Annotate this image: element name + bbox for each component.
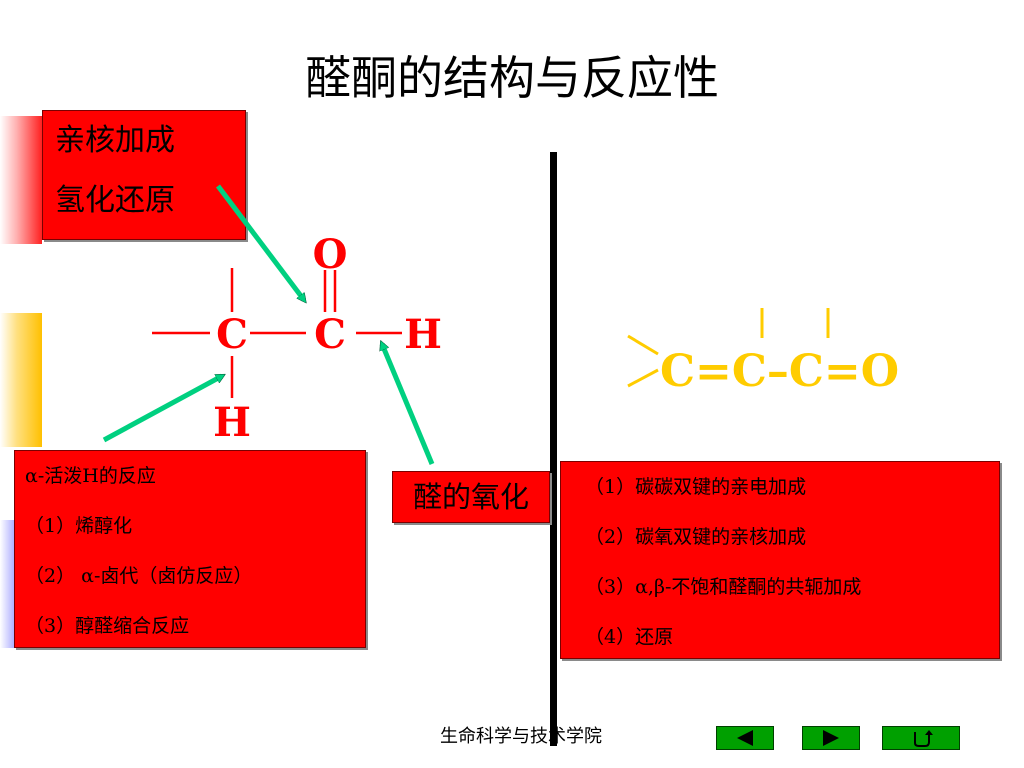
enal-bonds: [627, 308, 830, 388]
page-title: 醛酮的结构与反应性: [305, 51, 719, 105]
prev-slide-button[interactable]: [716, 726, 774, 750]
aldehyde-oxidation-box: 醛的氧化: [392, 471, 550, 523]
return-button[interactable]: [882, 726, 960, 750]
yellow-side-tab: [0, 313, 42, 447]
carbonyl-carbon: C: [314, 311, 346, 358]
box-line: （3）醇醛缩合反应: [25, 615, 190, 637]
footer-text: 生命科学与技术学院: [440, 726, 602, 747]
box-line: α-活泼H的反应: [25, 465, 156, 487]
alpha-h-reactions-box: α-活泼H的反应 （1）烯醇化 （2） α-卤代（卤仿反应） （3）醇醛缩合反应: [14, 450, 366, 648]
alpha-hydrogen: H: [213, 399, 251, 446]
unsaturated-reactions-box: （1）碳碳双键的亲电加成 （2）碳氧双键的亲核加成 （3）α,β-不饱和醛酮的共…: [560, 461, 1000, 659]
alpha-carbon: C: [216, 311, 248, 358]
box-line: （4）还原: [585, 626, 674, 648]
box-line: （1）烯醇化: [25, 515, 133, 537]
aldehyde-oxygen: O: [313, 231, 348, 278]
box-line: 氢化还原: [55, 183, 175, 218]
aldehyde-bonds: [152, 268, 402, 398]
reaction-arrows: [102, 184, 435, 465]
box-line: （1）碳碳双键的亲电加成: [585, 476, 807, 498]
aldehyde-hydrogen: H: [404, 311, 442, 358]
box-line: （3）α,β-不饱和醛酮的共轭加成: [585, 576, 862, 598]
box-line: （2） α-卤代（卤仿反应）: [25, 565, 253, 587]
enal-formula: C=C–C=O: [660, 346, 899, 397]
box-line: 亲核加成: [55, 123, 175, 158]
nucleophilic-addition-box: 亲核加成 氢化还原: [42, 110, 246, 240]
red-side-tab: [0, 116, 42, 244]
next-slide-button[interactable]: [802, 726, 860, 750]
triangle-left-icon: [737, 730, 753, 746]
box-line: （2）碳氧双键的亲核加成: [585, 526, 807, 548]
triangle-right-icon: [823, 730, 839, 746]
vertical-divider: [550, 152, 557, 746]
return-arrow-icon: [914, 730, 933, 747]
